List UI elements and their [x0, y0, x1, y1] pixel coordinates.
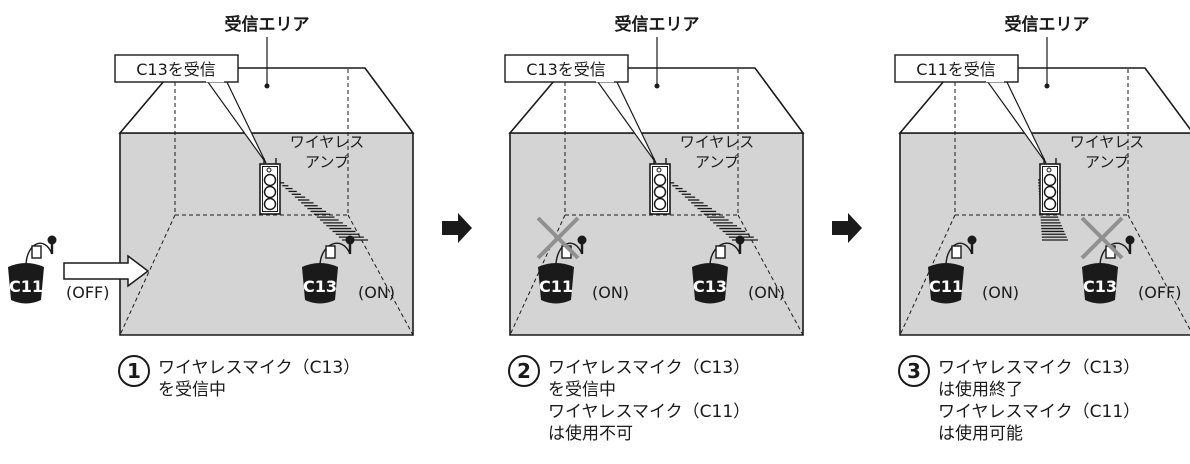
- mic-c11: C11 (ON): [928, 235, 1019, 304]
- caption-line: は使用終了: [938, 380, 1023, 400]
- area-label: 受信エリア: [615, 14, 700, 35]
- amp-label-line1: ワイヤレス: [680, 133, 755, 151]
- mic-state: (ON): [982, 283, 1019, 302]
- room-ceiling: [898, 67, 1190, 134]
- callout-text: C13を受信: [136, 60, 216, 79]
- caption-line: ワイヤレスマイク（C11）: [938, 402, 1141, 422]
- mic-name: C13: [303, 277, 337, 296]
- step-number: 1: [118, 355, 150, 387]
- wireless-amp-icon: [259, 157, 281, 215]
- area-leader-dot: [654, 83, 660, 89]
- amp-label-line1: ワイヤレス: [290, 133, 365, 151]
- caption-line: ワイヤレスマイク（C11）: [548, 402, 751, 422]
- wireless-amp-icon: [649, 157, 671, 215]
- mic-headset-icon: [47, 235, 57, 254]
- step-arrow-1: [442, 213, 472, 243]
- mic-name: C13: [693, 277, 727, 296]
- amp-label-line2: アンプ: [695, 153, 739, 171]
- amp-label-line2: アンプ: [1085, 153, 1129, 171]
- caption-line: ワイヤレスマイク（C13）: [158, 358, 361, 378]
- callout-box: [504, 54, 629, 83]
- wireless-amp-icon: [1039, 157, 1061, 215]
- caption-line: ワイヤレスマイク（C13）: [938, 358, 1141, 378]
- mic-name: C11: [9, 277, 43, 296]
- blocked-cross-icon: [1080, 216, 1124, 260]
- caption-line: を受信中: [548, 380, 616, 400]
- callout-box: [114, 54, 239, 83]
- room-ceiling: [118, 67, 415, 134]
- mic-name: C11: [929, 277, 963, 296]
- mic-name: C11: [539, 277, 573, 296]
- callout-text: C13を受信: [526, 60, 606, 79]
- signal-beam: [666, 179, 758, 241]
- area-leader-dot: [1044, 83, 1050, 89]
- step-arrow-2: [832, 213, 862, 243]
- caption-line: を受信中: [158, 380, 226, 400]
- mic-state: (ON): [748, 283, 785, 302]
- mic-c11: C11 (ON): [538, 235, 629, 304]
- blocked-cross-icon: [536, 216, 580, 260]
- mic-state: (ON): [358, 283, 395, 302]
- area-label: 受信エリア: [1005, 14, 1090, 35]
- mic-c13: C13 (ON): [302, 235, 395, 304]
- step-number: 2: [508, 355, 540, 387]
- entry-arrow: [63, 254, 150, 288]
- mic-name: C13: [1083, 277, 1117, 296]
- mic-state: (OFF): [66, 283, 109, 302]
- amp-label-line2: アンプ: [305, 153, 349, 171]
- mic-state: (ON): [592, 283, 629, 302]
- area-label: 受信エリア: [225, 14, 310, 35]
- area-leader-dot: [264, 83, 270, 89]
- caption-line: ワイヤレスマイク（C13）: [548, 358, 751, 378]
- room-ceiling: [508, 67, 805, 134]
- mic-c13: C13 (ON): [692, 235, 785, 304]
- step-number: 3: [898, 355, 930, 387]
- caption-line: は使用可能: [938, 424, 1023, 444]
- caption-line: は使用不可: [548, 424, 633, 444]
- callout-text: C11を受信: [916, 60, 996, 79]
- mic-c11: C11 (OFF): [8, 235, 109, 304]
- callout-box: [894, 54, 1019, 83]
- mic-state: (OFF): [1138, 283, 1181, 302]
- amp-label-line1: ワイヤレス: [1070, 133, 1145, 151]
